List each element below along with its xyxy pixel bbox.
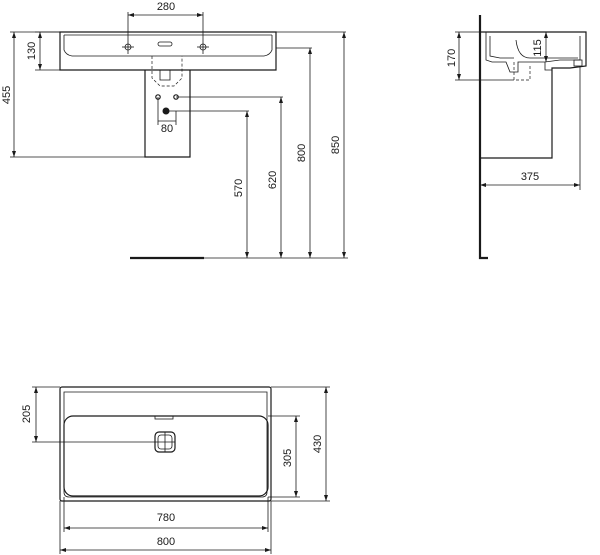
dim-bowl-width: 780 [157, 512, 175, 524]
dim-depth-170: 170 [446, 49, 458, 67]
basin-front-outline [59, 31, 277, 71]
dim-tap-spacing: 280 [157, 1, 175, 13]
dim-overall-height: 850 [330, 136, 342, 154]
wall-line [478, 15, 488, 260]
front-view: 280 130 455 80 570 620 [1, 1, 348, 260]
pedestal-outline [144, 70, 191, 158]
dim-bowl-depth: 305 [282, 449, 294, 467]
dim-projection: 375 [521, 171, 539, 183]
dim-back-to-bowl: 205 [21, 405, 33, 423]
dim-waste-spacing: 80 [161, 123, 173, 135]
dim-overall-height-pedestal: 455 [1, 86, 13, 104]
dim-overall-width: 800 [157, 536, 175, 548]
dim-supply-height: 620 [267, 171, 279, 189]
dim-waste-height: 570 [233, 179, 245, 197]
basin-side-section [480, 31, 587, 159]
dim-depth-115: 115 [532, 39, 544, 57]
side-view: 170 115 375 [446, 15, 587, 260]
basin-plan-outline [59, 386, 272, 502]
dim-rim-height: 800 [296, 144, 308, 162]
dim-overall-depth: 430 [312, 435, 324, 453]
dim-basin-height: 130 [26, 42, 38, 60]
plan-view: 205 305 430 780 800 [21, 386, 330, 554]
basin-bowl [63, 415, 269, 497]
